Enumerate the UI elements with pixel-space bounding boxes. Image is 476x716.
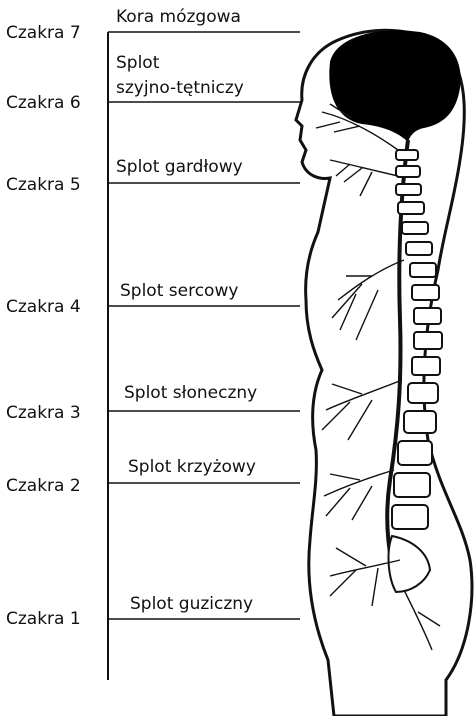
chakra-6-label: Czakra 6 [6, 93, 81, 113]
chakra-7-label: Czakra 7 [6, 23, 81, 43]
chakra-2-label: Czakra 2 [6, 476, 81, 496]
plexus-6-label-line2: szyjno-tętniczy [116, 78, 244, 98]
plexus-4-label: Splot sercowy [120, 281, 238, 301]
body-outline [296, 30, 472, 716]
plexus-3-label: Splot słoneczny [124, 383, 257, 403]
chakra-4-label: Czakra 4 [6, 297, 81, 317]
plexus-7-label: Kora mózgowa [116, 7, 241, 27]
plexus-2-label: Splot krzyżowy [128, 457, 256, 477]
chakra-5-label: Czakra 5 [6, 175, 81, 195]
chakra-1-label: Czakra 1 [6, 609, 81, 629]
plexus-5-label: Splot gardłowy [116, 157, 243, 177]
plexus-6-label-line1: Splot [116, 53, 159, 73]
plexus-1-label: Splot guziczny [130, 594, 253, 614]
chakra-3-label: Czakra 3 [6, 403, 81, 423]
